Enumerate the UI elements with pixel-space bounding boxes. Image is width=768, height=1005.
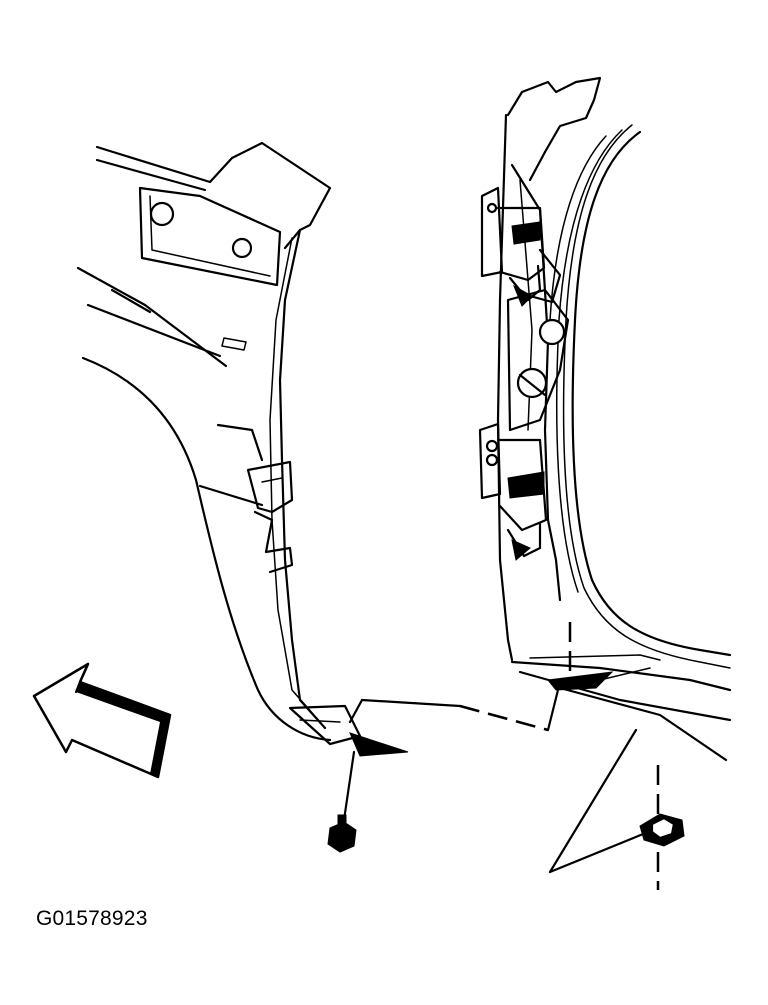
nut-icon xyxy=(639,813,685,847)
body-hinge-pillar xyxy=(496,76,732,762)
front-fender-panel xyxy=(76,141,409,757)
fender-upper-bracket xyxy=(138,186,282,351)
lower-door-hinge xyxy=(478,422,548,561)
forward-arrow-icon xyxy=(32,662,172,779)
bolt-icon xyxy=(327,814,357,853)
fender-mid-bracket xyxy=(246,460,294,574)
upper-door-hinge xyxy=(480,186,546,307)
figure-id-label: G01578923 xyxy=(36,907,148,930)
alignment-leader-lines xyxy=(342,622,660,890)
